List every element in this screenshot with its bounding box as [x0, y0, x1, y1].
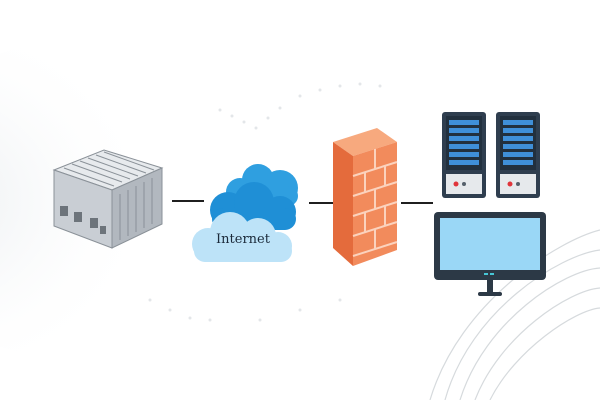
link-internet-firewall [309, 202, 333, 204]
cloud-label: Internet [216, 232, 270, 247]
server-rack-icon [442, 112, 540, 198]
monitor-icon [434, 212, 546, 296]
firewall-icon [333, 128, 398, 266]
outdoor-radio-device [52, 149, 164, 249]
link-device-internet [172, 200, 204, 202]
link-firewall-servers [401, 202, 433, 204]
internet-cloud [192, 164, 298, 262]
